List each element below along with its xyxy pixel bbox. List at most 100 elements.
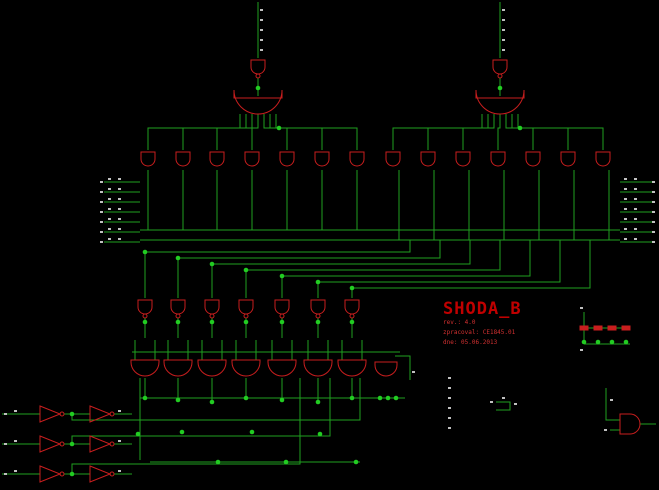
pin-label: [502, 9, 505, 11]
wire: [282, 240, 531, 277]
wire: [71, 378, 301, 474]
wire: [427, 114, 489, 150]
inverter: [89, 435, 112, 453]
pin-label: [118, 198, 121, 200]
inversion-bubble: [109, 411, 115, 417]
pin-labels: [4, 9, 655, 475]
wire: [517, 114, 604, 150]
pin-label: [652, 201, 655, 203]
pin-label: [502, 19, 505, 21]
pin-label: [610, 399, 613, 401]
inversion-bubble: [59, 471, 65, 477]
title-block: SHODA_B rev.: 4.0 zpracoval: CE1845.01 d…: [443, 300, 522, 348]
and-gate: [619, 413, 641, 435]
and-gate: [238, 299, 254, 315]
inversion-bubble: [497, 73, 503, 79]
junction-dot: [581, 339, 587, 345]
pin-label: [624, 218, 627, 220]
pin-label: [4, 443, 7, 445]
junction-dot: [255, 85, 261, 91]
pin-label: [652, 241, 655, 243]
inversion-bubble: [59, 411, 65, 417]
pin-label: [634, 188, 637, 190]
junction-dot: [209, 399, 215, 405]
and-gate: [560, 151, 576, 167]
junction-dot: [377, 395, 383, 401]
pin-label: [100, 201, 103, 203]
junction-dot: [279, 397, 285, 403]
sheet-title: SHODA_B: [443, 299, 522, 319]
junction-dot: [249, 429, 255, 435]
inversion-bubble: [109, 471, 115, 477]
inversion-bubble: [142, 313, 148, 319]
pin-label: [624, 238, 627, 240]
pin-label: [634, 238, 637, 240]
pin-label: [652, 191, 655, 193]
and-gate: [140, 151, 156, 167]
and-gate: [197, 359, 227, 377]
wire: [246, 240, 501, 271]
and-gate: [279, 151, 295, 167]
junction-dot: [209, 261, 215, 267]
junction-dot: [243, 319, 249, 325]
pin-label: [108, 208, 111, 210]
junction-dot: [279, 319, 285, 325]
pin-label: [100, 221, 103, 223]
junction-dot: [353, 459, 359, 465]
and-gate: [337, 359, 367, 377]
and-gate: [420, 151, 436, 167]
and-gate: [303, 359, 333, 377]
pin-label: [634, 228, 637, 230]
junction-dot: [349, 285, 355, 291]
and-gate: [175, 151, 191, 167]
pin-label: [118, 208, 121, 210]
junction-dot: [315, 279, 321, 285]
junction-dot: [175, 255, 181, 261]
wire: [511, 114, 569, 150]
inversion-bubble: [279, 313, 285, 319]
pin-label: [448, 377, 451, 379]
inversion-bubble: [243, 313, 249, 319]
and-gate: [344, 299, 360, 315]
junction-dot: [609, 339, 615, 345]
and-gate: [244, 151, 260, 167]
junction-dot: [69, 411, 75, 417]
inversion-bubble: [315, 313, 321, 319]
and-gate: [349, 151, 365, 167]
wire: [462, 114, 495, 150]
pin-label: [108, 228, 111, 230]
pin-label: [14, 470, 17, 472]
pin-label: [502, 397, 505, 399]
and-gate: [209, 151, 225, 167]
and-gate: [310, 299, 326, 315]
wire: [505, 114, 534, 150]
pin-label: [652, 231, 655, 233]
junction-dot: [142, 395, 148, 401]
pin-label: [100, 241, 103, 243]
pin-label: [634, 198, 637, 200]
pin-label: [624, 228, 627, 230]
and-gate: [231, 359, 261, 377]
junction-dot: [517, 125, 523, 131]
and-gate: [492, 59, 508, 75]
wire: [496, 401, 511, 411]
junction-dot: [69, 471, 75, 477]
junction-dot: [349, 395, 355, 401]
and-gate: [385, 151, 401, 167]
pin-label: [108, 178, 111, 180]
junction-dot: [315, 319, 321, 325]
wire: [352, 240, 591, 289]
pin-label: [448, 397, 451, 399]
pin-label: [118, 228, 121, 230]
wire: [147, 114, 241, 150]
pin-label: [108, 188, 111, 190]
and-gate: [250, 59, 266, 75]
inversion-bubble: [175, 313, 181, 319]
and-gate: [475, 89, 525, 115]
wire: [71, 378, 361, 421]
pin-label: [4, 473, 7, 475]
and-gate: [267, 359, 297, 377]
resistor: [607, 325, 617, 331]
pin-label: [624, 178, 627, 180]
revision-label: rev.: 4.0: [443, 319, 476, 326]
